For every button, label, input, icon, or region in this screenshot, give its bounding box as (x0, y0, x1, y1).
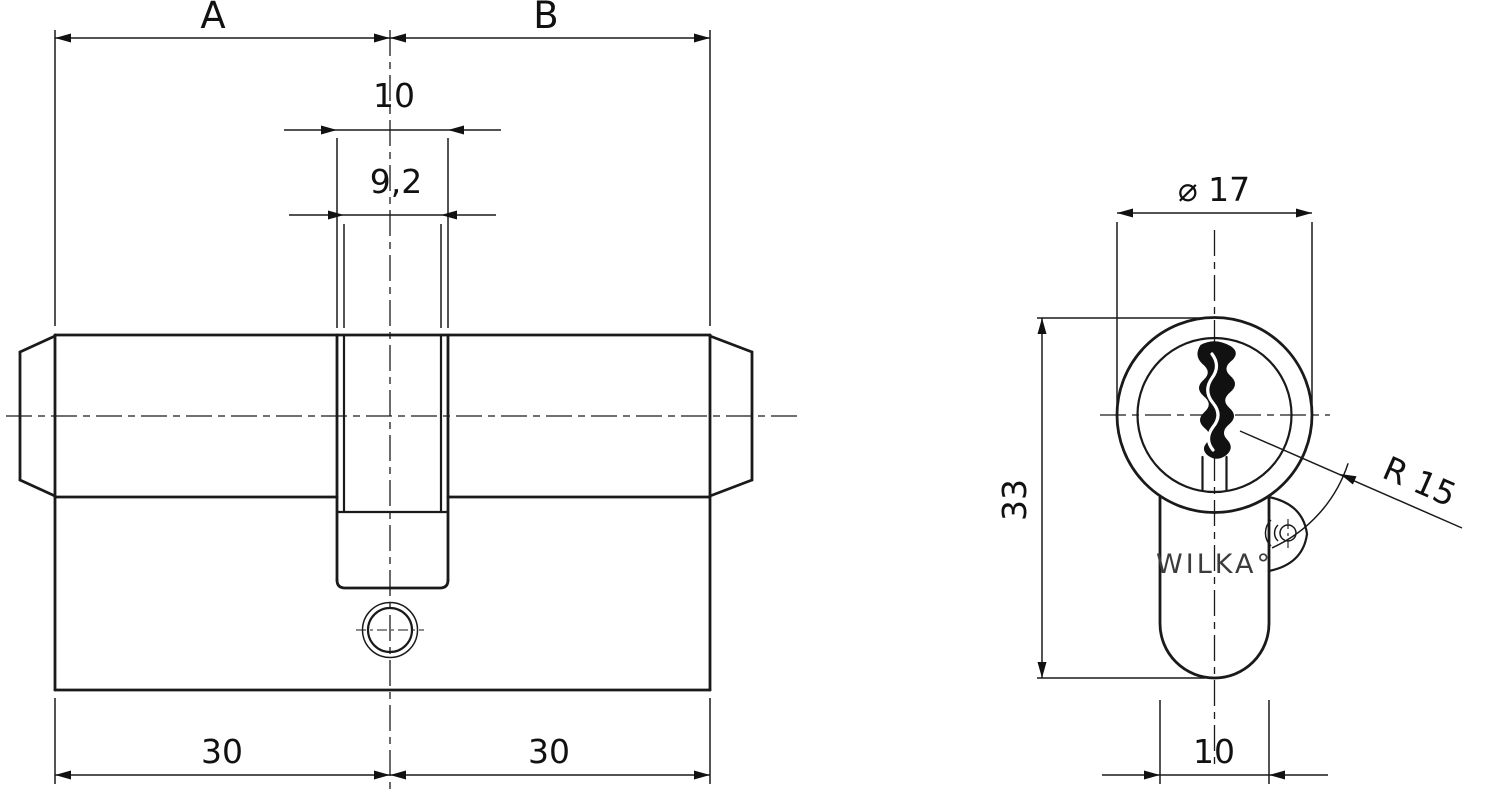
dimension-cam-thickness-label: 9,2 (370, 162, 422, 201)
dimension-right-half: 30 (390, 698, 711, 784)
dimension-foot-width-label: 10 (1193, 732, 1235, 771)
cylinder-body-outline (53, 333, 712, 692)
dimension-a-label: A (200, 0, 225, 37)
profile-outline (1115, 316, 1314, 680)
dimension-radius-label: R 15 (1377, 448, 1462, 514)
dimension-a: A (54, 0, 390, 326)
dimension-b: B (390, 0, 711, 326)
left-tip-chamfer (18, 334, 57, 498)
side-view: A B 10 9,2 (6, 0, 802, 790)
dimension-height: 33 (995, 317, 1205, 679)
dimension-left-half: 30 (54, 698, 390, 784)
right-tip-chamfer (708, 334, 754, 498)
dimension-foot-width: 10 (1102, 700, 1328, 784)
keyway (1197, 341, 1236, 492)
dimension-radius: R 15 (1239, 430, 1463, 549)
dimension-diameter-label: ⌀ 17 (1178, 170, 1250, 209)
dimension-diameter: ⌀ 17 (1116, 170, 1313, 404)
dimension-height-label: 33 (995, 479, 1034, 521)
dimension-cam-thickness: 9,2 (289, 162, 496, 328)
dimension-cam-width-label: 10 (373, 76, 415, 115)
dimension-b-label: B (533, 0, 558, 37)
dimension-cam-width: 10 (284, 76, 501, 328)
screw-hole (356, 601, 424, 659)
cam-lobe (1264, 495, 1309, 573)
cam-section (335, 333, 450, 590)
front-view: WILKA° ⌀ 17 33 R 15 (995, 170, 1463, 784)
dimension-left-half-label: 30 (201, 732, 243, 771)
dimension-right-half-label: 30 (528, 732, 570, 771)
brand-label: WILKA° (1156, 549, 1273, 580)
